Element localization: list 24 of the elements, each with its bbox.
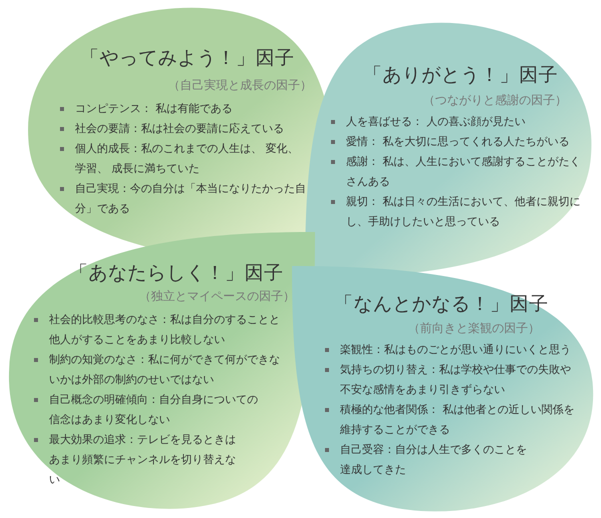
- factor-title: 「やってみよう！」因子: [80, 46, 294, 71]
- bullet-text: 社会的比較思考のなさ：私は自分のすることと他人がすることをあまり比較しない: [49, 312, 281, 348]
- factor-subtitle: （つながりと感謝の因子）: [423, 92, 567, 109]
- bullet-text: 制約の知覚のなさ：私に何ができて何ができないかは外部の制約のせいではない: [49, 352, 281, 388]
- factor-subtitle: （自己実現と成長の因子）: [168, 77, 312, 94]
- bullet-text: 親切： 私は日々の生活において、他者に親切にし、手助けしたいと思っている: [346, 194, 582, 230]
- bullet-text: 人を喜ばせる： 人の喜ぶ顔が見たい: [346, 114, 526, 130]
- factor-title: 「なんとかなる！」因子: [334, 292, 548, 317]
- bullet-text: コンピテンス： 私は有能である: [75, 101, 234, 117]
- bullet-text: 個人的成長：私のこれまでの人生は、 変化、学習、 成長に満ちていた: [75, 141, 300, 177]
- bullet-text: 感謝： 私は、人生において感謝することがたくさんある: [346, 154, 582, 190]
- bullet-text: 自己実現：今の自分は「本当になりたかった自分」である: [75, 181, 307, 217]
- factor-title: 「あなたらしく！」因子: [69, 261, 284, 286]
- bullet-text: 最大効果の追求：テレビを見るときはあまり頻繁にチャンネルを切り替えない: [49, 432, 237, 488]
- bullet-text: 社会の要請：私は社会の要請に応えている: [75, 121, 285, 137]
- factor-subtitle: （前向きと楽観の因子）: [408, 320, 540, 337]
- factor-title: 「ありがとう！」因子: [363, 63, 558, 88]
- bullet-text: 自己概念の明確傾向：自分自身についての信念はあまり変化しない: [49, 392, 259, 428]
- bullet-text: 自己受容：自分は人生で多くのことを達成してきた: [340, 442, 528, 478]
- bullet-text: 積極的な他者関係： 私は他者との近しい関係を維持することができる: [340, 402, 576, 438]
- bullet-text: 気持ちの切り替え：私は学校や仕事での失敗や不安な感情をあまり引きずらない: [340, 362, 572, 398]
- bullet-text: 愛情： 私を大切に思ってくれる人たちがいる: [346, 134, 570, 150]
- factor-subtitle: （独立とマイペースの因子）: [139, 288, 295, 305]
- bullet-text: 楽観性：私はものごとが思い通りにいくと思う: [340, 342, 572, 358]
